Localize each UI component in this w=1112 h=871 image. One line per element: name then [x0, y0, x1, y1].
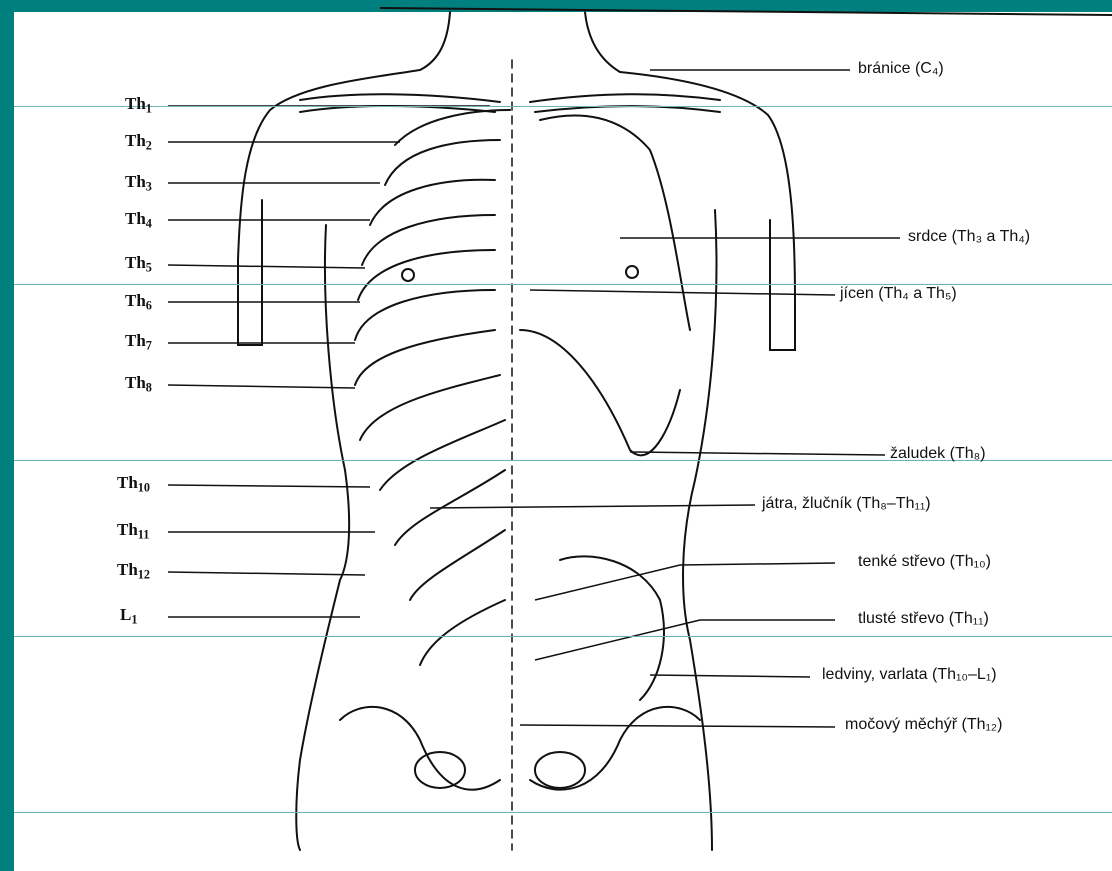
right-arm-outline — [620, 72, 795, 350]
ruling-line — [14, 812, 1112, 813]
left-arm-outline — [238, 70, 420, 345]
rib-3 — [370, 180, 495, 225]
left-trunk-outline — [296, 225, 349, 850]
leader-th12 — [168, 572, 365, 575]
label-th12: Th12 — [117, 560, 150, 583]
rib-4 — [362, 215, 495, 265]
rib-2 — [385, 140, 500, 185]
label-ledviny-varlata: ledviny, varlata (Th₁₀–L₁) — [822, 666, 997, 684]
leader-th5 — [168, 265, 365, 268]
leader-th10 — [168, 485, 370, 487]
label-l1: L1 — [120, 605, 137, 628]
label-tluste-strevo: tlusté střevo (Th₁₁) — [858, 610, 989, 628]
rib-7 — [355, 330, 495, 385]
rib-9 — [380, 420, 505, 490]
label-th3: Th3 — [125, 172, 152, 195]
label-th5: Th5 — [125, 253, 152, 276]
rib-5 — [358, 250, 495, 300]
leader-tluste-a — [535, 620, 700, 660]
label-th1: Th1 — [125, 94, 152, 117]
nipple-right — [626, 266, 638, 278]
label-branice: bránice (C₄) — [858, 60, 944, 78]
label-tenke-strevo: tenké střevo (Th₁₀) — [858, 553, 991, 571]
label-th4: Th4 — [125, 209, 152, 232]
hip-socket-left — [415, 752, 465, 788]
rib-12 — [420, 600, 505, 665]
label-th10: Th10 — [117, 473, 150, 496]
label-th6: Th6 — [125, 291, 152, 314]
left-clavicle — [300, 94, 500, 102]
hip-socket-right — [535, 752, 585, 788]
label-th7: Th7 — [125, 331, 152, 354]
rib-11 — [410, 530, 505, 600]
leader-zaludek — [630, 452, 885, 455]
right-clavicle — [530, 94, 720, 102]
stomach-outline — [520, 330, 680, 455]
label-srdce: srdce (Th₃ a Th₄) — [908, 228, 1030, 246]
heart-outline — [540, 115, 690, 330]
label-th2: Th2 — [125, 131, 152, 154]
label-th8: Th8 — [125, 373, 152, 396]
ruling-line — [14, 636, 1112, 637]
leader-ledviny — [650, 675, 810, 677]
leader-mocovy — [520, 725, 835, 727]
label-jatra-zlucnik: játra, žlučník (Th₈–Th₁₁) — [762, 495, 931, 513]
leader-th8 — [168, 385, 355, 388]
colon-outline — [560, 556, 664, 700]
right-trunk-outline — [683, 210, 716, 850]
leader-jatra — [430, 505, 755, 508]
neck-outline-left — [420, 12, 450, 70]
nipple-left — [402, 269, 414, 281]
neck-outline-right — [585, 12, 620, 72]
label-zaludek: žaludek (Th₈) — [890, 445, 986, 463]
ruling-line — [14, 106, 1112, 107]
top-edge-line — [380, 8, 1112, 15]
leader-tenke-b — [680, 563, 835, 565]
label-mocovy-mechyr: močový měchýř (Th₁₂) — [845, 716, 1002, 734]
pelvis-left — [340, 707, 500, 790]
label-th11: Th11 — [117, 520, 149, 543]
label-jicen: jícen (Th₄ a Th₅) — [840, 285, 957, 303]
pelvis-right — [530, 707, 700, 790]
